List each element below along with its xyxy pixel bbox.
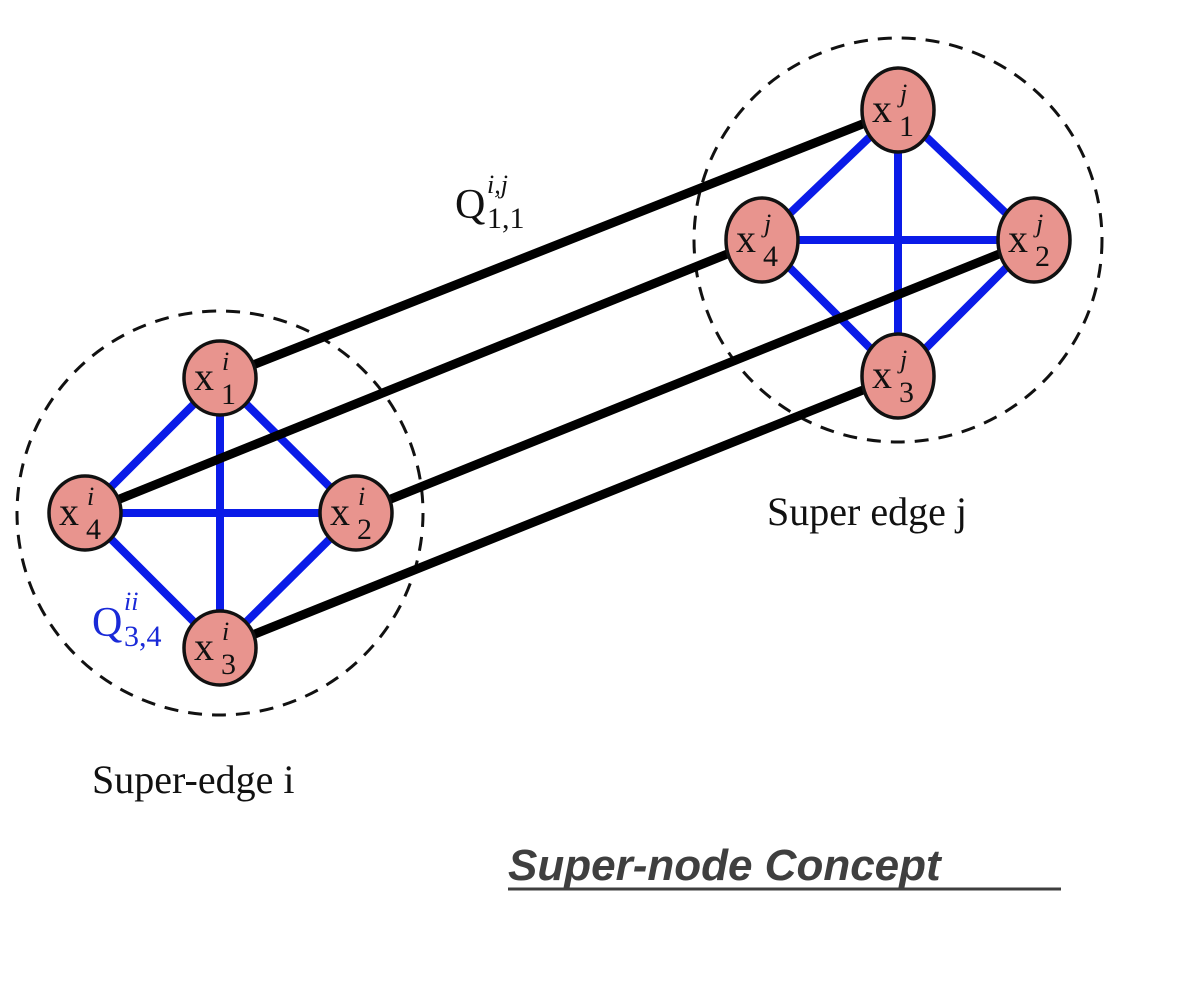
- node-label-sub: 3: [899, 376, 914, 409]
- node-label-sup: i: [222, 617, 229, 646]
- node-label-sup: i: [87, 482, 94, 511]
- node-circle: [860, 332, 936, 420]
- node-circle: [182, 339, 258, 417]
- node-circle: [318, 474, 394, 552]
- node-label-base: x: [872, 352, 892, 397]
- node-circle: [860, 66, 936, 154]
- node-circle: [182, 609, 258, 687]
- node-label-sub: 2: [357, 513, 372, 546]
- intra-edge-label-sub: 3,4: [124, 620, 162, 653]
- node-label-base: x: [194, 624, 214, 669]
- node-label-sup: i: [358, 482, 365, 511]
- inter-edge-xi4-xj4: [83, 235, 764, 518]
- node-label-sup: j: [1033, 209, 1043, 238]
- inter-edge-label-sup: i,j: [487, 170, 508, 199]
- node-label-sup: i: [222, 347, 229, 376]
- node-label-sub: 3: [221, 648, 236, 681]
- diagram-title: Super-node Concept: [508, 841, 943, 890]
- inter-edge-label-base: Q: [455, 182, 485, 228]
- inter-edge-xi2-xj2: [354, 235, 1036, 518]
- node-circle: [47, 474, 123, 552]
- caption-super-edge-j: Super edge j: [767, 489, 967, 534]
- inter-edge-xi1-xj1: [218, 105, 900, 383]
- node-circle: [724, 196, 800, 284]
- node-label-sup: j: [761, 209, 771, 238]
- node-label-sub: 4: [763, 240, 778, 273]
- group-boundary-i: [15, 309, 425, 717]
- intra-edge-label: Q ii 3,4: [92, 587, 162, 653]
- intra-edge-label-base: Q: [92, 600, 122, 646]
- node-label-base: x: [1008, 216, 1028, 261]
- intra-edge-label-sup: ii: [124, 587, 138, 616]
- node-label-sub: 4: [86, 513, 101, 546]
- group-boundary-j: [692, 36, 1104, 444]
- node-label-sub: 1: [899, 110, 914, 143]
- node-label-sub: 2: [1035, 240, 1050, 273]
- node-label-sup: j: [897, 345, 907, 374]
- inter-edge-xi3-xj3: [218, 371, 900, 653]
- inter-edge-label-sub: 1,1: [487, 202, 525, 235]
- node-label-base: x: [872, 86, 892, 131]
- node-label-base: x: [59, 489, 79, 534]
- inter-edge-label: Q i,j 1,1: [455, 170, 525, 235]
- node-label-sup: j: [897, 79, 907, 108]
- node-label-sub: 1: [221, 378, 236, 411]
- node-label-base: x: [194, 354, 214, 399]
- node-circle: [996, 196, 1072, 284]
- node-label-base: x: [736, 216, 756, 261]
- caption-super-edge-i: Super-edge i: [92, 757, 294, 802]
- node-label-base: x: [330, 489, 350, 534]
